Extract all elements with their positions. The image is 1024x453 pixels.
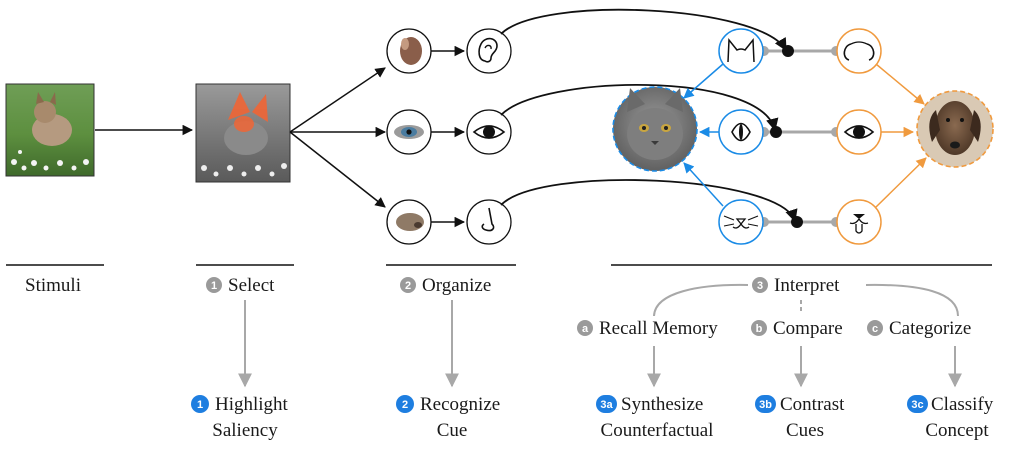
synthesize-badge: 3a [600,399,613,411]
categorize-badge: c [872,323,878,335]
compare-step: b Compare [751,318,843,339]
recall-label: Recall Memory [599,318,718,339]
saliency-image [195,83,291,183]
dog-eye-icon [836,109,882,155]
eye-crop [386,109,432,155]
organize-label: Organize [422,275,491,296]
highlight-saliency-output: 1 Highlight Saliency [191,394,289,441]
nose-crop [386,199,432,245]
recognize-line2: Cue [437,420,468,441]
crop-to-feature-arrows [431,45,466,228]
recognize-cue-output: 2 Recognize Cue [396,394,500,441]
synthesize-line1: Synthesize [621,394,703,415]
output-arrows [238,300,962,388]
recognize-badge: 2 [402,399,408,411]
cat-ear-icon [718,28,764,74]
stimulus-image [5,83,95,177]
categorize-step: c Categorize [867,318,971,339]
contrast-badge: 3b [759,399,772,411]
dog-arrows [875,63,927,208]
organize-badge: 2 [405,280,411,292]
classify-line1: Classify [931,394,994,415]
compare-label: Compare [773,318,843,339]
compare-badge: b [756,323,763,335]
organize-stage-label: 2 Organize [400,275,491,296]
select-badge: 1 [211,280,217,292]
nose-icon [466,199,512,245]
interpret-branches [653,283,959,317]
interpret-badge: 3 [757,280,763,292]
select-stage-label: 1 Select [206,275,275,296]
interpret-label: Interpret [774,275,840,296]
recognize-line1: Recognize [420,394,500,415]
cat-nose-icon [718,199,764,245]
dog-nose-icon [836,199,882,245]
dog-portrait [916,90,994,168]
compare-dots [759,46,841,227]
stimuli-label: Stimuli [25,275,81,296]
classify-line2: Concept [925,420,989,441]
classify-badge: 3c [911,399,923,411]
cat-arrows [683,63,724,207]
ear-icon [466,28,512,74]
eye-icon [466,109,512,155]
synthesize-counterfactual-output: 3a Synthesize Counterfactual [596,394,713,441]
cue-curves [500,8,798,223]
dog-ear-icon [836,28,882,74]
recall-badge: a [582,323,589,335]
contrast-cues-output: 3b Contrast Cues [755,394,845,441]
organize-arrows [289,67,387,208]
ear-crop [386,28,432,74]
categorize-label: Categorize [889,318,971,339]
classify-concept-output: 3c Classify Concept [907,394,994,441]
interpret-stage-label: 3 Interpret [752,275,840,296]
cat-portrait [612,86,698,172]
contrast-line1: Contrast [780,394,845,415]
highlight-line1: Highlight [215,394,289,415]
contrast-line2: Cues [786,420,824,441]
highlight-line2: Saliency [212,420,278,441]
recall-memory-step: a Recall Memory [577,318,718,339]
cat-eye-icon [718,109,764,155]
synthesize-line2: Counterfactual [601,420,714,441]
highlight-badge: 1 [197,399,203,411]
cue-markers [770,45,803,228]
select-label: Select [228,275,275,296]
